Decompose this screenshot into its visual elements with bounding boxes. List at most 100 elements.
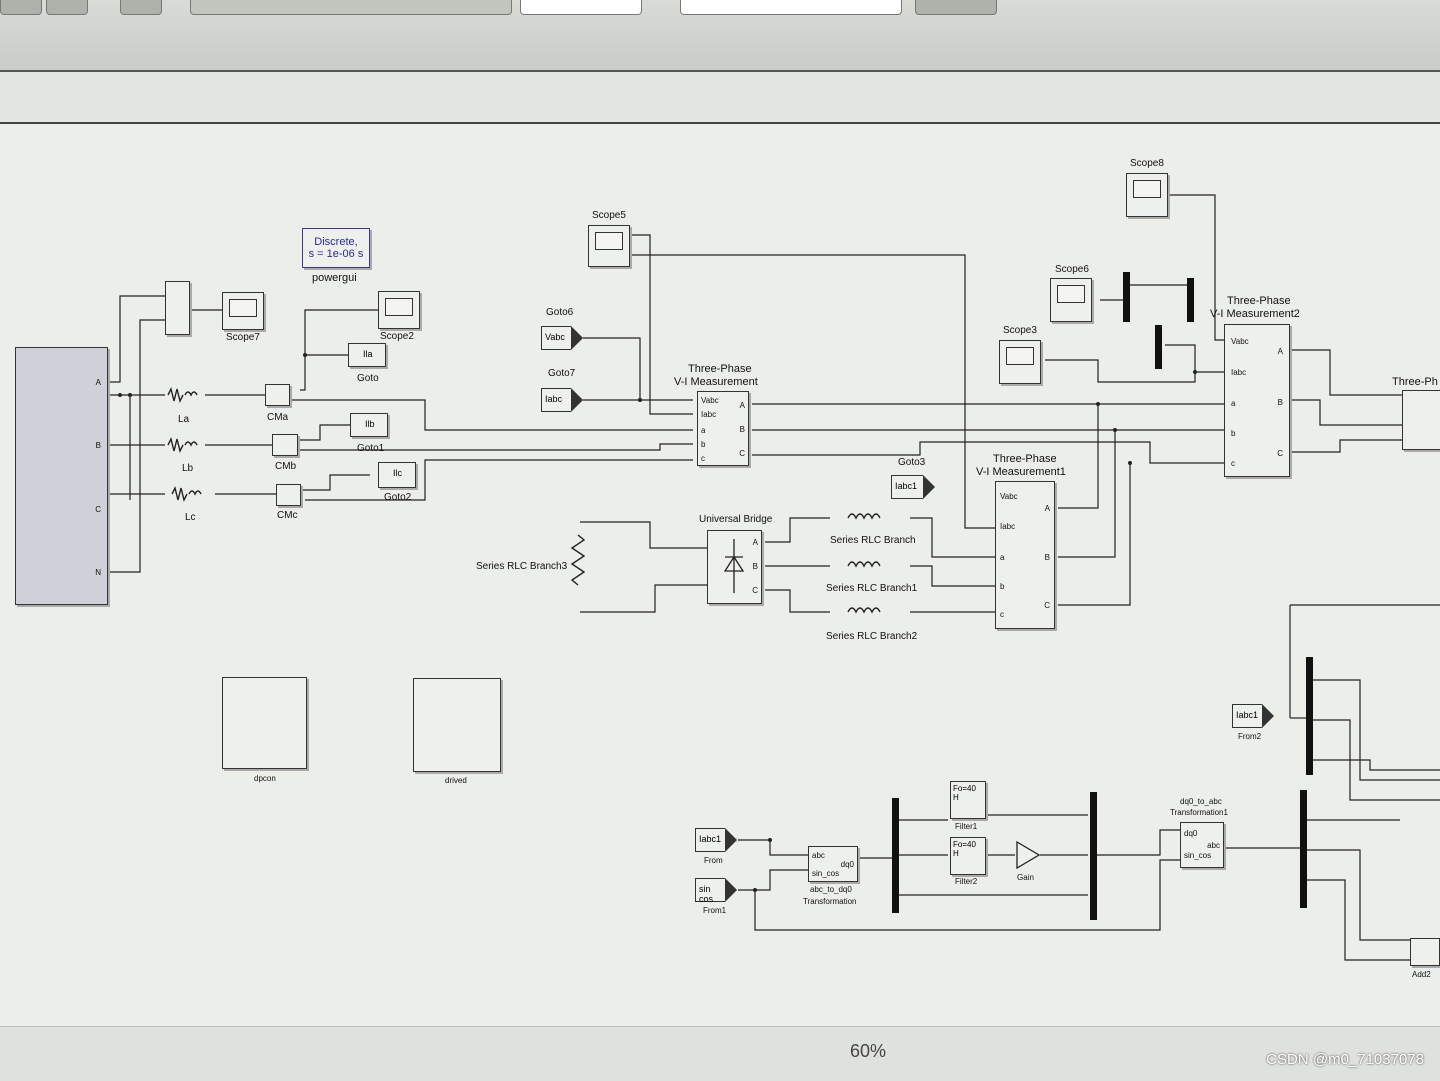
vi-port-c: c	[701, 454, 705, 463]
vi2-port-c: c	[1231, 459, 1235, 468]
vi-out-a: A	[739, 401, 745, 410]
vi1-port-a: a	[1000, 553, 1005, 562]
powergui-block[interactable]: Discrete, s = 1e-06 s	[302, 228, 370, 268]
goto1-ilb[interactable]: Ilb	[350, 413, 388, 437]
dq0-abc-out: abc	[1207, 841, 1220, 850]
inductor-la-label: La	[178, 414, 190, 425]
from2-iabc1[interactable]: Iabc1	[1232, 703, 1274, 728]
abc-dq0-out: dq0	[840, 860, 854, 869]
stop-time-field[interactable]	[520, 0, 642, 15]
from1-sincos[interactable]: sin cos	[695, 877, 737, 904]
goto2-label: Goto2	[384, 492, 412, 503]
abc-dq0-label2: Transformation	[803, 897, 857, 906]
goto7-label: Goto7	[548, 368, 576, 379]
vi-port-a: a	[701, 426, 706, 435]
vi-measurement3[interactable]	[1402, 390, 1440, 450]
goto3-iabc1[interactable]: Iabc1	[891, 474, 935, 499]
goto6-vabc[interactable]: Vabc	[541, 325, 583, 350]
drived-label: drived	[445, 776, 467, 785]
powergui-label: powergui	[312, 272, 357, 284]
from-iabc1[interactable]: Iabc1	[695, 827, 737, 852]
goto2-ilc[interactable]: Ilc	[378, 462, 416, 488]
bridge-port-b: B	[752, 562, 758, 571]
goto7-iabc[interactable]: Iabc	[541, 387, 583, 412]
mux-bar[interactable]	[1090, 792, 1097, 920]
gain-icon[interactable]	[1015, 840, 1041, 870]
dq0-abc-in-dq0: dq0	[1184, 829, 1198, 838]
from2-label: From2	[1238, 732, 1262, 741]
rlc2-label: Series RLC Branch2	[826, 631, 918, 642]
dq0-to-abc-block[interactable]: dq0 sin_cos abc	[1180, 822, 1224, 868]
add2-label: Add2	[1412, 970, 1431, 979]
current-meas-b[interactable]	[272, 434, 298, 456]
vi-port-vabc: Vabc	[701, 396, 719, 405]
demux-bar[interactable]	[1155, 325, 1162, 369]
vi2-port-iabc: Iabc	[1231, 368, 1247, 377]
demux-bar[interactable]	[892, 798, 899, 913]
vi-measurement[interactable]: Vabc Iabc a b c A B C	[697, 391, 749, 466]
gain-label: Gain	[1017, 873, 1034, 882]
subsystem-dpcon[interactable]	[222, 677, 307, 769]
current-meas-c[interactable]	[276, 484, 301, 506]
filter1-block[interactable]: Fo=40 H	[950, 781, 986, 819]
bridge-label: Universal Bridge	[699, 514, 773, 525]
vi-port-b: b	[701, 440, 706, 449]
demux-bar[interactable]	[1123, 272, 1130, 322]
demux-bar[interactable]	[1300, 790, 1307, 908]
goto6-label: Goto6	[546, 307, 574, 318]
scope5[interactable]	[588, 225, 630, 267]
scope3[interactable]	[999, 340, 1041, 384]
source-port-c: C	[95, 505, 101, 514]
vi-measurement2[interactable]: Vabc Iabc a b c A B C	[1224, 324, 1290, 477]
universal-bridge[interactable]: A B C	[707, 530, 762, 604]
three-phase-source[interactable]: A B C N	[15, 347, 108, 605]
watermark: CSDN @m0_71037078	[1266, 1051, 1424, 1068]
vi2-out-b: B	[1277, 398, 1283, 407]
goto-ila[interactable]: Ila	[348, 343, 386, 367]
cmc-label: CMc	[277, 510, 298, 521]
scope6[interactable]	[1050, 278, 1092, 322]
filter1-label: Filter1	[955, 822, 978, 831]
demux-bar[interactable]	[1187, 278, 1194, 322]
vi-meas-title2: V-I Measurement	[674, 376, 758, 388]
vi-meas1-title1: Three-Phase	[993, 453, 1057, 465]
from-label: From	[704, 856, 723, 865]
scope8[interactable]	[1126, 173, 1168, 217]
toolbar-button[interactable]	[0, 0, 42, 15]
current-meas-a[interactable]	[265, 384, 290, 406]
abc-dq0-in-sincos: sin_cos	[812, 869, 840, 878]
add2-block[interactable]	[1410, 938, 1440, 966]
vi-measurement1[interactable]: Vabc Iabc a b c A B C	[995, 481, 1055, 629]
scope2-label: Scope2	[380, 331, 414, 342]
vi-meas1-title2: V-I Measurement1	[976, 466, 1066, 478]
vi2-out-a: A	[1277, 347, 1283, 356]
dq0-abc-label2: Transformation1	[1170, 808, 1228, 817]
filter2-block[interactable]: Fo=40 H	[950, 837, 986, 875]
vi-out-b: B	[739, 425, 745, 434]
toolbar-button[interactable]	[915, 0, 997, 15]
demux-bar[interactable]	[1306, 657, 1313, 775]
vi1-port-c: c	[1000, 610, 1004, 619]
vi1-out-b: B	[1044, 553, 1050, 562]
subsystem-drived[interactable]	[413, 678, 501, 772]
source-port-b: B	[95, 441, 101, 450]
toolbar-button[interactable]	[120, 0, 162, 15]
scope5-label: Scope5	[592, 210, 626, 221]
vi1-port-iabc: Iabc	[1000, 522, 1016, 531]
scope2[interactable]	[378, 291, 420, 329]
powergui-line2: s = 1e-06 s	[308, 248, 364, 260]
vi-meas2-title2: V-I Measurement2	[1210, 308, 1300, 320]
scope7[interactable]	[222, 292, 264, 330]
vi-meas-title1: Three-Phase	[688, 363, 752, 375]
vi2-port-vabc: Vabc	[1231, 337, 1249, 346]
source-port-a: A	[95, 378, 101, 387]
abc-to-dq0-block[interactable]: abc sin_cos dq0	[808, 846, 858, 882]
diode-icon	[723, 539, 745, 593]
voltage-measurement[interactable]	[165, 281, 190, 335]
toolbar-button[interactable]	[46, 0, 88, 15]
goto3-label: Goto3	[898, 457, 926, 468]
dpcon-label: dpcon	[254, 774, 276, 783]
mode-select[interactable]	[680, 0, 902, 15]
scope6-label: Scope6	[1055, 264, 1089, 275]
